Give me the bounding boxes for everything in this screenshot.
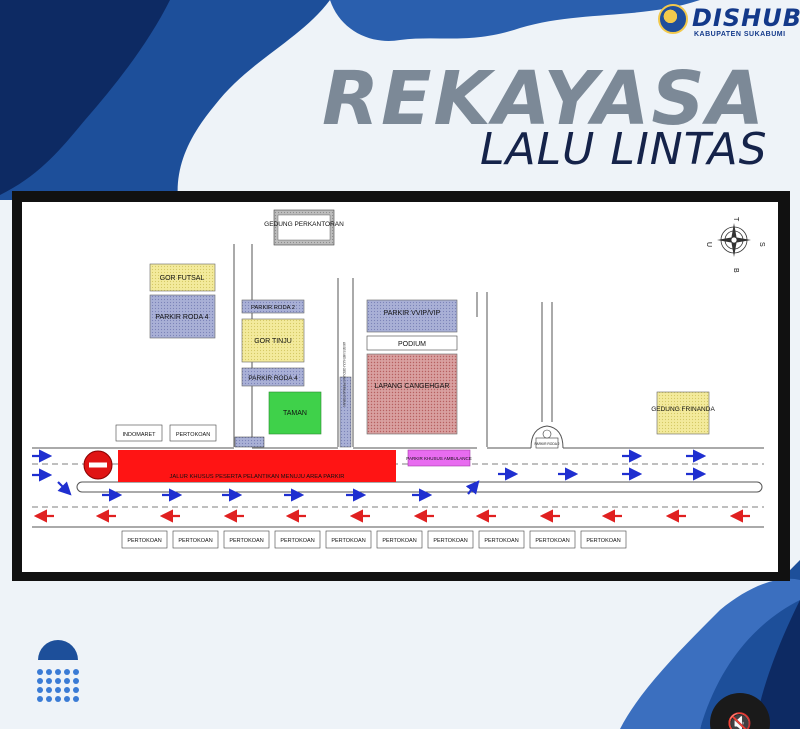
svg-text:PERTOKOAN: PERTOKOAN bbox=[484, 538, 518, 544]
headline-line2: LALU LINTAS bbox=[480, 124, 768, 175]
taman-park: TAMAN bbox=[268, 391, 322, 435]
decorative-dots bbox=[37, 640, 79, 702]
arrow-diverge-icon bbox=[465, 480, 480, 495]
shop-box: PERTOKOAN bbox=[274, 530, 321, 549]
svg-text:PERTOKOAN: PERTOKOAN bbox=[331, 538, 365, 544]
svg-text:PARKIR VVIP/VIP: PARKIR VVIP/VIP bbox=[384, 310, 441, 317]
svg-text:PERTOKOAN: PERTOKOAN bbox=[433, 538, 467, 544]
gedung-frinanda: GEDUNG FRINANDA bbox=[651, 391, 715, 435]
shop-box: PERTOKOAN bbox=[172, 530, 219, 549]
svg-text:PARKIR RODA 4: PARKIR RODA 4 bbox=[248, 375, 298, 382]
arrows-eastbound bbox=[32, 449, 707, 502]
svg-text:GOR FUTSAL: GOR FUTSAL bbox=[160, 275, 205, 282]
special-route-lane bbox=[118, 450, 396, 482]
svg-text:PERTOKOAN: PERTOKOAN bbox=[382, 538, 416, 544]
brand-subtitle: KABUPATEN SUKABUMI bbox=[694, 31, 786, 38]
compass-south: B bbox=[732, 268, 739, 273]
shop-box: PERTOKOAN bbox=[223, 530, 270, 549]
pertokoan-top: PERTOKOAN bbox=[169, 424, 217, 442]
ambulance-parking: PARKIR KHUSUS AMBULANCE bbox=[406, 449, 472, 467]
indomaret-shop: INDOMARET bbox=[115, 424, 163, 442]
svg-text:PARKIR KHUSUS AMBULANCE: PARKIR KHUSUS AMBULANCE bbox=[406, 456, 471, 461]
vertical-road-label: AKSES MENUJU GEDUNG PERKANTORAN bbox=[342, 342, 346, 407]
shop-box: PERTOKOAN bbox=[325, 530, 372, 549]
podium: PODIUM bbox=[366, 335, 458, 351]
svg-text:PERTOKOAN: PERTOKOAN bbox=[586, 538, 620, 544]
compass-icon bbox=[717, 223, 751, 257]
arrow-merge-icon bbox=[57, 481, 72, 496]
shop-box: PERTOKOAN bbox=[580, 530, 627, 549]
parking-roda4-a: PARKIR RODA 4 bbox=[149, 294, 216, 339]
svg-text:PERTOKOAN: PERTOKOAN bbox=[535, 538, 569, 544]
compass-west: U bbox=[705, 242, 712, 247]
svg-text:TAMAN: TAMAN bbox=[283, 410, 307, 417]
parking-vvip: PARKIR VVIP/VIP bbox=[366, 299, 458, 333]
dishub-logo: DISHUB KABUPATEN SUKABUMI bbox=[656, 2, 800, 42]
shop-box: PERTOKOAN bbox=[121, 530, 168, 549]
parking-roda4-b: PARKIR RODA 4 bbox=[241, 367, 305, 387]
roundabout-label: PARKIR RODA 2 bbox=[534, 442, 559, 446]
road-access-strip bbox=[339, 376, 352, 448]
svg-text:PERTOKOAN: PERTOKOAN bbox=[127, 538, 161, 544]
shop-box: PERTOKOAN bbox=[427, 530, 474, 549]
parking-roda2: PARKIR RODA 2 bbox=[241, 299, 305, 314]
svg-text:GOR TINJU: GOR TINJU bbox=[254, 338, 292, 345]
building-gor-tinju: GOR TINJU bbox=[241, 318, 305, 363]
shop-box: PERTOKOAN bbox=[376, 530, 423, 549]
speaker-muted-icon: 🔇 bbox=[727, 713, 752, 729]
globe-logo-icon bbox=[658, 4, 688, 34]
roundabout bbox=[530, 425, 564, 449]
svg-text:PERTOKOAN: PERTOKOAN bbox=[178, 538, 212, 544]
lapang-cangehgar: LAPANG CANGEHGAR bbox=[366, 353, 458, 435]
svg-text:PODIUM: PODIUM bbox=[398, 341, 426, 348]
svg-text:INDOMARET: INDOMARET bbox=[123, 432, 157, 438]
no-entry-sign-icon bbox=[83, 450, 113, 480]
mute-button[interactable]: 🔇 bbox=[710, 693, 770, 729]
small-parking-box bbox=[234, 436, 265, 448]
building-gedung-perkantoran: GEDUNG PERKANTORAN bbox=[264, 209, 344, 246]
svg-text:PARKIR RODA 2: PARKIR RODA 2 bbox=[251, 305, 295, 311]
svg-text:GEDUNG FRINANDA: GEDUNG FRINANDA bbox=[651, 406, 715, 413]
building-gor-futsal: GOR FUTSAL bbox=[149, 263, 216, 292]
svg-text:LAPANG CANGEHGAR: LAPANG CANGEHGAR bbox=[375, 383, 450, 390]
brand-name: DISHUB bbox=[692, 4, 800, 32]
svg-text:PARKIR RODA 4: PARKIR RODA 4 bbox=[155, 314, 208, 321]
traffic-map: AKSES MENUJU GEDUNG PERKANTORAN PARKIR R… bbox=[22, 202, 778, 572]
compass-north: T bbox=[732, 217, 739, 222]
compass-east: S bbox=[758, 242, 765, 247]
svg-text:PERTOKOAN: PERTOKOAN bbox=[176, 432, 210, 438]
headline-line1: REKAYASA bbox=[322, 56, 766, 142]
shop-box: PERTOKOAN bbox=[478, 530, 525, 549]
shop-box: PERTOKOAN bbox=[529, 530, 576, 549]
svg-text:PERTOKOAN: PERTOKOAN bbox=[229, 538, 263, 544]
special-route-label: JALUR KHUSUS PESERTA PELANTIKAN MENUJU A… bbox=[170, 474, 345, 480]
svg-text:GEDUNG PERKANTORAN: GEDUNG PERKANTORAN bbox=[264, 221, 344, 228]
bottom-shops-row: PERTOKOAN PERTOKOAN PERTOKOAN PERTOKOAN PERT… bbox=[121, 530, 627, 549]
svg-text:PERTOKOAN: PERTOKOAN bbox=[280, 538, 314, 544]
